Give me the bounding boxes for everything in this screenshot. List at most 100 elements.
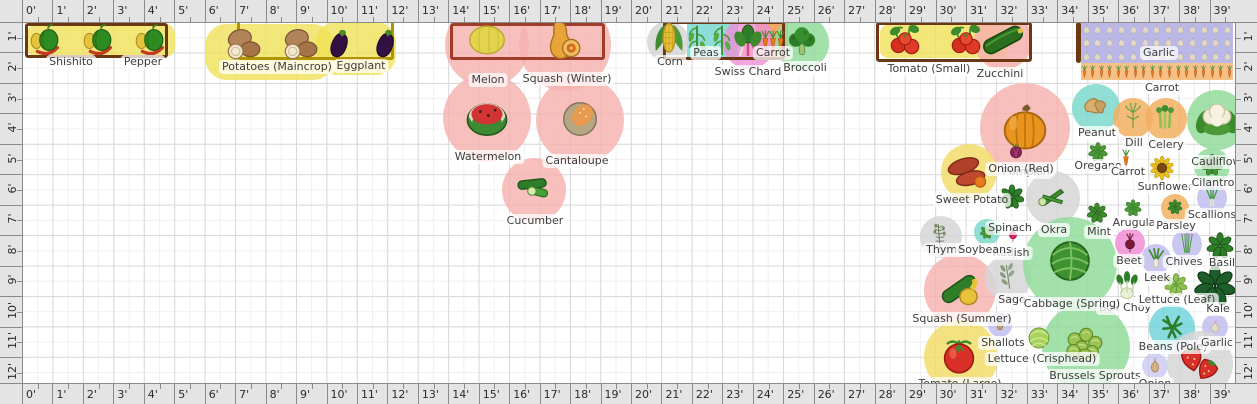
eggplant-icon[interactable] — [367, 24, 405, 62]
beet-label[interactable]: Beet — [1113, 254, 1145, 268]
carrot-icon[interactable] — [1093, 63, 1110, 80]
garlic-icon[interactable] — [1173, 22, 1188, 37]
brussels-sprouts-label[interactable]: Brussels Sprouts — [1046, 369, 1144, 383]
garlic-icon[interactable] — [1138, 22, 1153, 37]
melon-squash-bed[interactable] — [450, 23, 605, 60]
onion-red-icon[interactable] — [1003, 138, 1029, 164]
zucchini-icon[interactable] — [977, 14, 1029, 66]
garlic-icon[interactable] — [1126, 22, 1141, 37]
dill-icon[interactable] — [1116, 99, 1150, 133]
pepper-label[interactable]: Pepper — [120, 55, 166, 69]
carrot-icon[interactable] — [1144, 63, 1161, 80]
garlic-icon[interactable] — [1220, 49, 1235, 64]
beet-icon[interactable] — [1117, 230, 1143, 256]
cabbage-icon[interactable] — [1041, 232, 1099, 290]
lettuce-leaf-label[interactable]: Lettuce (Leaf) — [1135, 293, 1219, 307]
garlic-icon[interactable] — [1220, 35, 1235, 50]
watermelon-label[interactable]: Watermelon — [451, 150, 525, 164]
garlic-icon[interactable] — [1205, 317, 1225, 337]
garlic-icon[interactable] — [1185, 22, 1200, 37]
peas-label[interactable]: Peas — [690, 46, 722, 60]
dill-label[interactable]: Dill — [1122, 136, 1146, 150]
garlic-icon[interactable] — [1114, 22, 1129, 37]
cucumber-icon[interactable] — [513, 166, 555, 208]
pepper-icon[interactable] — [131, 21, 169, 59]
peas-icon[interactable] — [703, 21, 741, 59]
garlic-icon[interactable] — [1185, 35, 1200, 50]
garlic-icon[interactable] — [1197, 49, 1212, 64]
cabbage-spring-label[interactable]: Cabbage (Spring) — [1020, 297, 1124, 311]
cantaloupe-icon[interactable] — [555, 94, 605, 144]
kale-label[interactable]: Kale — [1203, 302, 1233, 316]
garlic-icon[interactable] — [1079, 49, 1094, 64]
peanut-icon[interactable] — [1076, 86, 1116, 126]
carrot-icon[interactable] — [1110, 63, 1127, 80]
tomato-plant-icon[interactable] — [944, 19, 988, 63]
carrot-icon[interactable] — [1101, 63, 1118, 80]
corn-icon[interactable] — [647, 18, 691, 62]
garlic-icon[interactable] — [1208, 22, 1223, 37]
tomato-bed[interactable] — [876, 22, 1032, 62]
garlic-single-label[interactable]: Garlic — [1198, 336, 1236, 350]
carrot-icon[interactable] — [1221, 63, 1238, 80]
melon-label[interactable]: Melon — [468, 73, 508, 87]
okra-label[interactable]: Okra — [1037, 223, 1071, 237]
garlic-icon[interactable] — [1138, 35, 1153, 50]
garlic-icon[interactable] — [1090, 22, 1105, 37]
carrot-icon[interactable] — [1118, 63, 1135, 80]
lettuce-crisphead-label[interactable]: Lettuce (Crisphead) — [984, 352, 1100, 366]
shishito-label[interactable]: Shishito — [46, 55, 96, 69]
carrot-icon[interactable] — [1161, 63, 1178, 80]
mint-label[interactable]: Mint — [1084, 225, 1114, 239]
garlic-icon[interactable] — [1102, 35, 1117, 50]
cilantro-label[interactable]: Cilantro — [1188, 176, 1238, 190]
celery-icon[interactable] — [1148, 99, 1182, 133]
parsley-icon[interactable] — [1163, 195, 1187, 219]
garlic-icon[interactable] — [1173, 49, 1188, 64]
pepper-icon[interactable] — [79, 21, 117, 59]
corn-label[interactable]: Corn — [654, 55, 686, 69]
pepper-icon[interactable] — [26, 21, 64, 59]
tomato-small-label[interactable]: Tomato (Small) — [884, 62, 974, 76]
garlic-icon[interactable] — [1102, 49, 1117, 64]
soybeans-label[interactable]: Soybeans — [955, 243, 1015, 257]
okra-icon[interactable] — [1034, 178, 1072, 216]
leek-icon[interactable] — [1142, 244, 1170, 272]
potato-icon[interactable] — [222, 23, 264, 65]
swiss-chard-icon[interactable] — [728, 22, 768, 62]
chives-icon[interactable] — [1173, 229, 1201, 257]
pepper-bed[interactable] — [25, 23, 168, 58]
broccoli-label[interactable]: Broccoli — [780, 61, 830, 75]
carrot-row-label[interactable]: Carrot — [1141, 81, 1183, 95]
onion-icon[interactable] — [1143, 354, 1167, 378]
potato-icon[interactable] — [279, 23, 321, 65]
watermelon-icon[interactable] — [460, 90, 514, 144]
carrot-icon[interactable] — [1127, 63, 1144, 80]
parsley-label[interactable]: Parsley — [1153, 219, 1199, 233]
carrot-icon[interactable] — [1178, 63, 1195, 80]
onion-red-label[interactable]: Onion (Red) — [985, 162, 1057, 176]
garlic-icon[interactable] — [1090, 49, 1105, 64]
lettuce-crisphead-icon[interactable] — [1021, 320, 1057, 356]
pumpkin-icon[interactable] — [996, 100, 1054, 158]
carrot-bed-row-label[interactable]: Carrot — [752, 46, 794, 60]
squash-winter-label[interactable]: Squash (Winter) — [519, 72, 615, 86]
zucchini-label[interactable]: Zucchini — [973, 67, 1027, 81]
arugula-label[interactable]: Arugula — [1109, 216, 1159, 230]
shallots-label[interactable]: Shallots — [978, 336, 1028, 350]
carrot-icon[interactable] — [1187, 63, 1204, 80]
sweet-potato-label[interactable]: Sweet Potato — [932, 193, 1012, 207]
garlic-icon[interactable] — [1079, 22, 1094, 37]
winter-squash-icon[interactable] — [539, 17, 585, 63]
garlic-icon[interactable] — [1220, 22, 1235, 37]
carrot-icon[interactable] — [1135, 63, 1152, 80]
garlic-row-label[interactable]: Garlic — [1140, 46, 1178, 60]
scallions-label[interactable]: Scallions — [1184, 208, 1240, 222]
squash-summer-label[interactable]: Squash (Summer) — [909, 312, 1015, 326]
carrot-icon[interactable] — [1152, 63, 1169, 80]
garlic-icon[interactable] — [1114, 49, 1129, 64]
melon-icon[interactable] — [464, 17, 510, 63]
arugula-icon[interactable] — [1120, 195, 1146, 221]
carrot-icon[interactable] — [1076, 63, 1093, 80]
carrot-icon[interactable] — [1195, 63, 1212, 80]
